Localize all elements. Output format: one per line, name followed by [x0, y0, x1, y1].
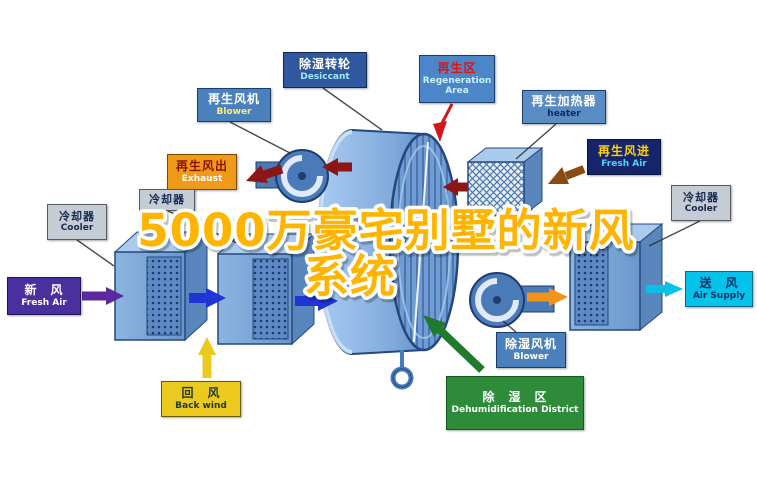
dehumid-district-label: 除 湿 区 Dehumidification District	[446, 376, 584, 430]
back-wind-label-zh: 回 风	[181, 386, 221, 401]
regen-blower-label-zh: 再生风机	[207, 92, 260, 107]
fresh-air-arrow	[82, 287, 124, 305]
fresh-air-label-en: Fresh Air	[21, 297, 67, 308]
back-wind-label: 回 风 Back wind	[161, 381, 241, 417]
exhaust-label-en: Exhaust	[181, 173, 223, 184]
air-supply-label-en: Air Supply	[692, 290, 746, 301]
regen-heater-arrow	[443, 178, 468, 196]
cooler-left-label-en: Cooler	[60, 223, 94, 234]
ahu-unit-middle	[216, 232, 316, 346]
dehumid-blower-fan	[469, 272, 555, 328]
cooler-right-label-zh: 冷却器	[683, 190, 719, 204]
desiccant-label-en: Desiccant	[300, 71, 350, 82]
back-wind-label-en: Back wind	[175, 400, 227, 411]
dehumid-district-label-zh: 除 湿 区	[482, 390, 548, 405]
regeneration-area-label-zh: 再生区	[437, 61, 477, 76]
supply-arrow-1	[189, 288, 226, 308]
heater-coil-panel	[467, 161, 525, 216]
regen-exhaust-arrow-1	[322, 158, 352, 176]
exhaust-label: 再生风出 Exhaust	[167, 154, 237, 190]
regeneration-area-label: 再生区 Regeneration Area	[419, 55, 495, 103]
desiccant-label-zh: 除湿转轮	[298, 57, 351, 72]
dehumid-blower-label: 除湿风机 Blower	[496, 332, 566, 368]
cooler-mid-label: 冷却器	[139, 189, 195, 211]
regen-fresh-air-label: 再生风进 Fresh Air	[587, 139, 661, 175]
supply-out-arrow	[646, 281, 683, 297]
return-air-arrow	[198, 337, 216, 378]
process-out-arrow	[527, 288, 568, 306]
ahu-unit-right	[568, 222, 664, 332]
regen-inlet-arrow	[548, 165, 586, 184]
cooler-left-label: 冷却器 Cooler	[47, 204, 107, 240]
regeneration-area-label-en: Regeneration Area	[422, 75, 492, 96]
dehumid-blower-label-en: Blower	[513, 351, 549, 362]
dehumid-blower-label-zh: 除湿风机	[504, 337, 557, 352]
regen-heater-label: 再生加热器 heater	[522, 90, 606, 124]
regen-exhaust-arrow-2	[246, 164, 284, 183]
ahu-unit-left	[113, 230, 209, 342]
cooling-coil-panel	[252, 258, 289, 340]
regen-area-pointer-arrow	[433, 103, 454, 142]
dehumid-zone-arrow	[423, 315, 485, 373]
regen-fresh-air-label-zh: 再生风进	[597, 144, 650, 159]
regen-heater-label-zh: 再生加热器	[531, 94, 597, 109]
cooler-left-label-zh: 冷却器	[59, 209, 95, 223]
desiccant-label: 除湿转轮 Desiccant	[283, 52, 367, 88]
air-supply-label: 送 风 Air Supply	[685, 271, 753, 307]
label-connector-lines	[76, 87, 701, 333]
regen-fresh-air-label-en: Fresh Air	[601, 158, 647, 169]
regen-blower-label: 再生风机 Blower	[197, 88, 271, 122]
fresh-air-label-zh: 新 风	[24, 283, 64, 298]
desiccant-rotor-wheel	[317, 128, 460, 390]
exhaust-label-zh: 再生风出	[175, 159, 228, 174]
fresh-air-label: 新 风 Fresh Air	[7, 277, 81, 315]
cooling-coil-panel	[574, 246, 609, 326]
cooler-right-label-en: Cooler	[684, 204, 718, 215]
dehumid-district-label-en: Dehumidification District	[451, 404, 579, 415]
cooling-coil-panel	[146, 256, 182, 336]
supply-arrow-2	[295, 291, 338, 311]
regen-heater-label-en: heater	[547, 108, 581, 119]
cooler-mid-label-zh: 冷却器	[149, 192, 185, 206]
cooler-right-label: 冷却器 Cooler	[671, 185, 731, 221]
regen-heater-unit	[466, 146, 544, 217]
air-supply-label-zh: 送 风	[699, 276, 739, 291]
regen-blower-label-en: Blower	[216, 106, 252, 117]
